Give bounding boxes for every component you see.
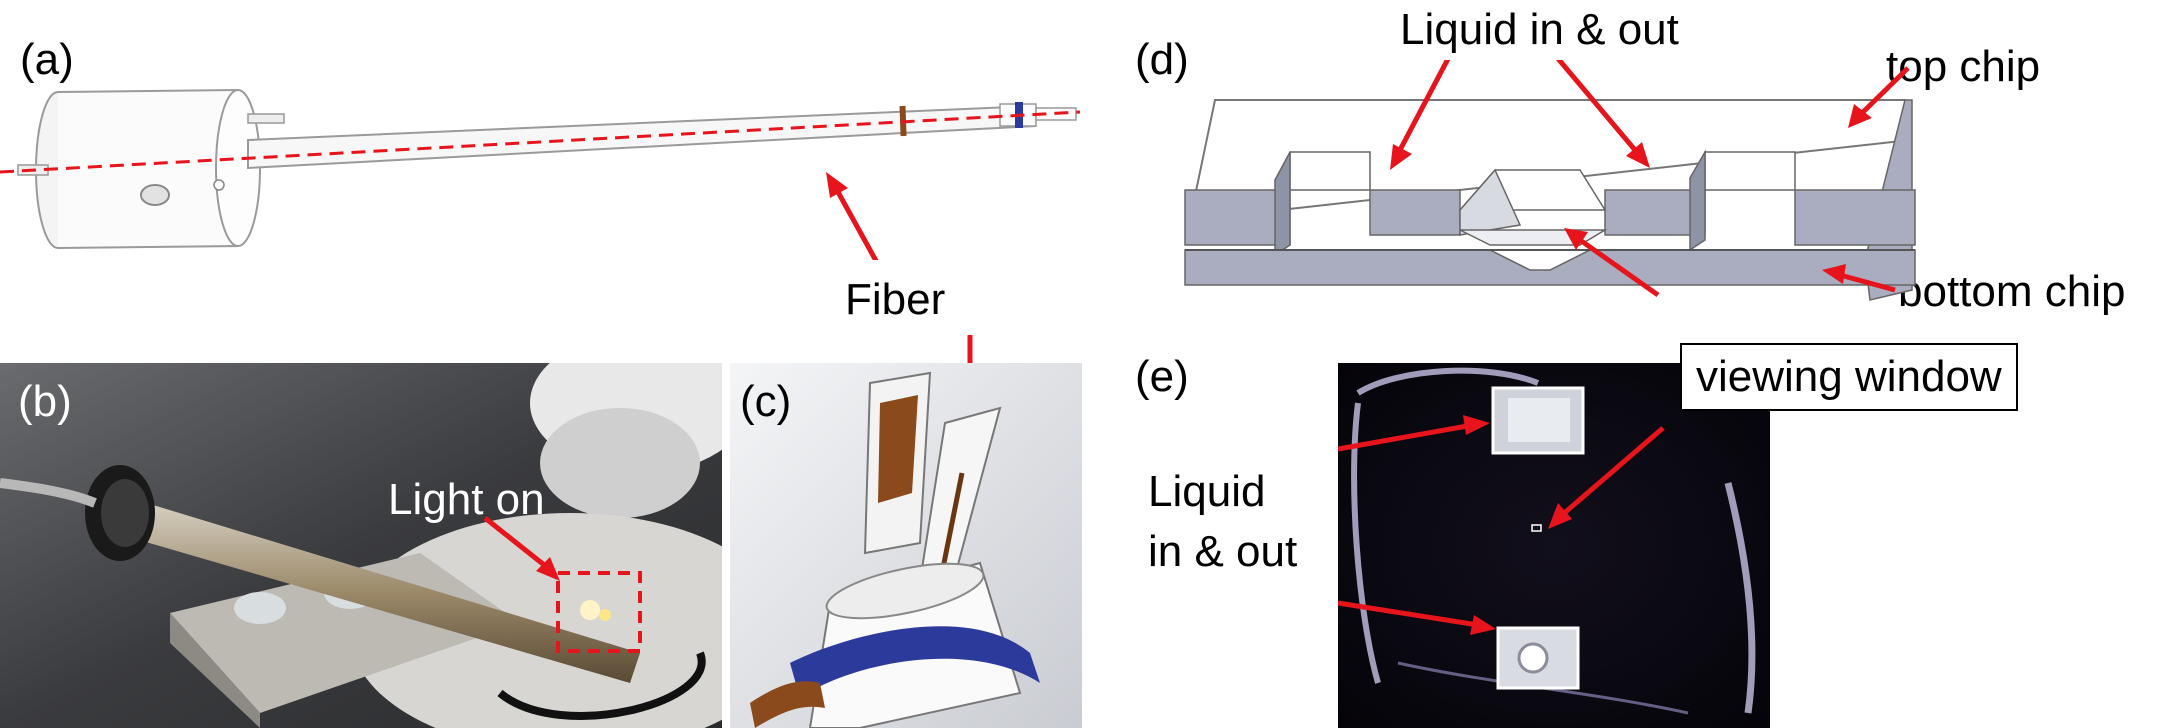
holder-3d-model — [0, 89, 1081, 260]
fiber-arrow-a — [835, 190, 879, 260]
panel-d-label: (d) — [1135, 35, 1189, 84]
light-on-label: Light on — [388, 475, 545, 524]
panel-b-photo — [0, 363, 722, 728]
panel-b-label: (b) — [18, 377, 72, 426]
top-chip-label: top chip — [1886, 42, 2041, 91]
panel-a-label: (a) — [20, 35, 74, 84]
fiber-label: Fiber — [845, 275, 946, 324]
panel-c-render — [730, 363, 1082, 728]
viewing-window-label: viewing window — [1680, 343, 2018, 411]
liquid-label-e-line2: in & out — [1148, 527, 1298, 576]
panel-e-label: (e) — [1135, 352, 1189, 401]
optical-axis-dashed-line — [0, 110, 1081, 174]
viewing-window-mark — [1531, 524, 1542, 532]
panel-c-label: (c) — [740, 377, 792, 426]
liquid-in-out-label-d: Liquid in & out — [1400, 5, 1679, 54]
panel-e-micrograph — [1338, 363, 1770, 728]
chip-3d-diagram — [1184, 60, 1916, 301]
bottom-chip-label: bottom chip — [1898, 267, 2126, 316]
light-highlight-box — [556, 571, 642, 653]
liquid-label-e-line1: Liquid — [1148, 467, 1266, 516]
